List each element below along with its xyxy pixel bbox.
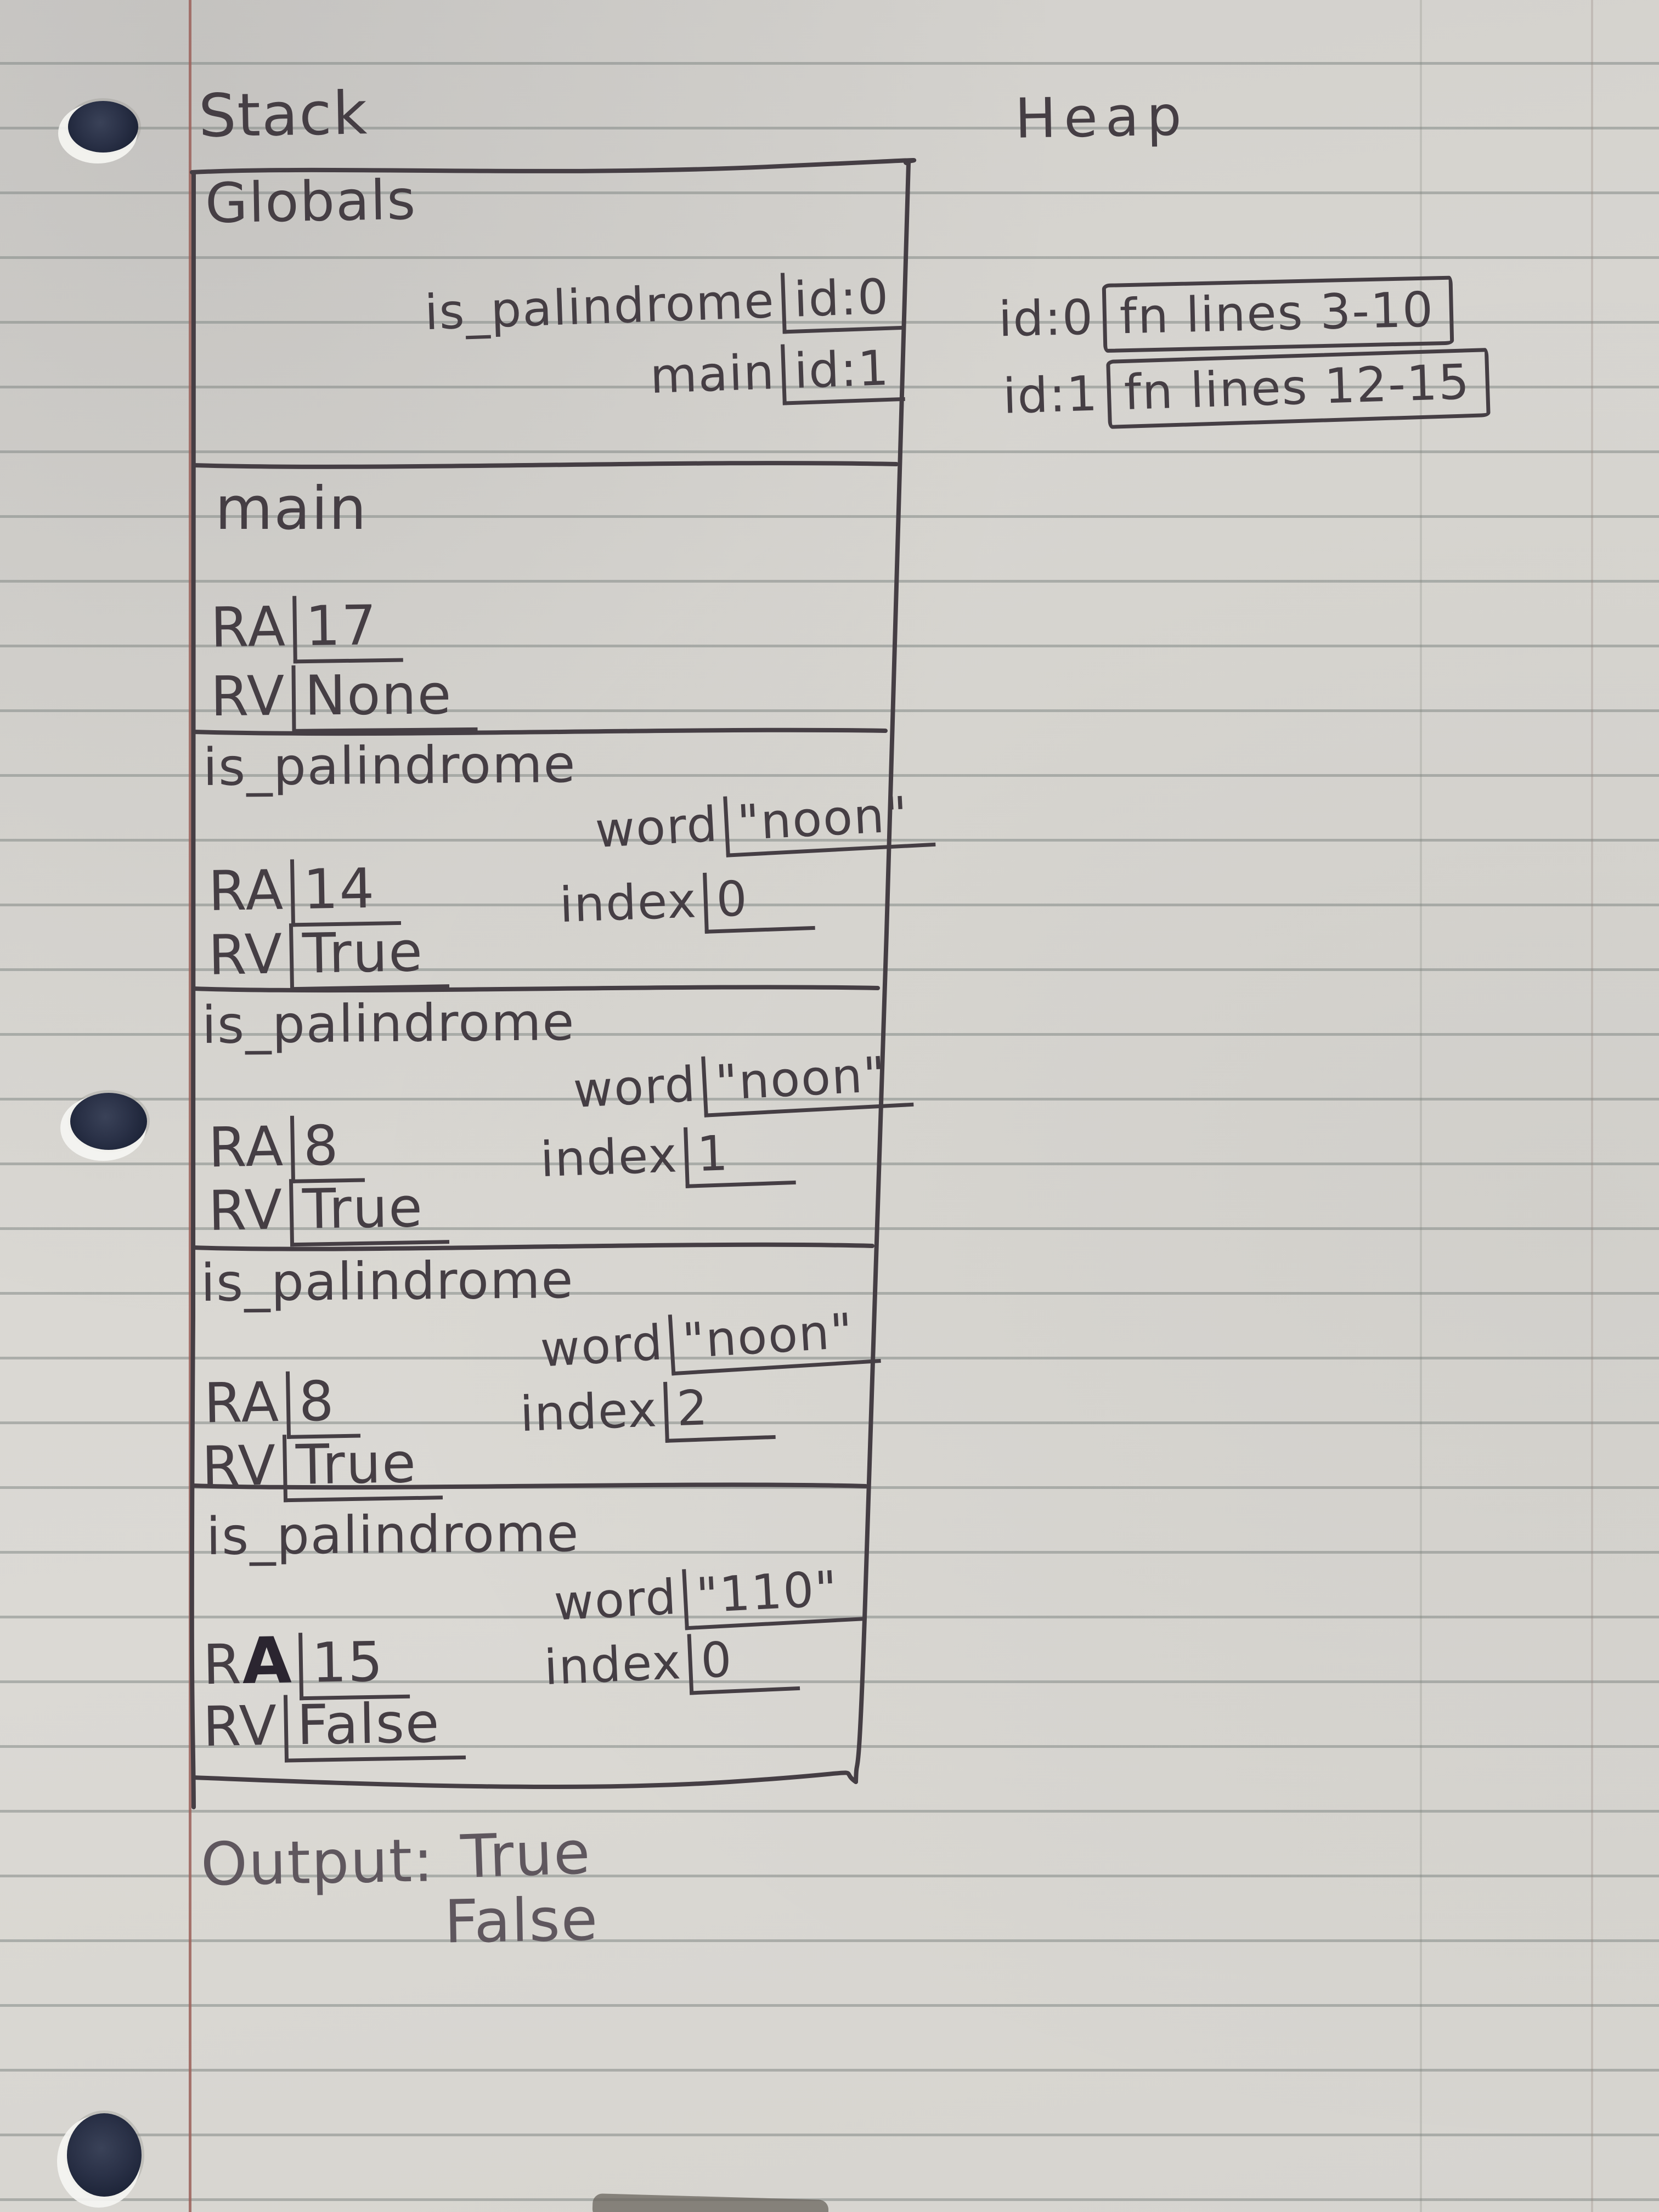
ra-label-r: R	[202, 1632, 243, 1697]
globals-entry-name: main	[649, 343, 776, 405]
binder-hole-middle	[70, 1093, 147, 1150]
ra-label: RA	[203, 1370, 280, 1436]
rv-label: RV	[207, 922, 284, 988]
ra-value: 15	[298, 1630, 410, 1701]
globals-entry-id: id:0	[780, 268, 905, 334]
ra-value: 14	[290, 856, 402, 927]
ra-value: 8	[285, 1369, 361, 1439]
output-value-true: True	[459, 1818, 592, 1892]
word-value: "noon"	[701, 1045, 913, 1118]
word-label: word	[572, 1056, 698, 1119]
ra-value: 8	[290, 1113, 365, 1183]
word-row: word"noon"	[594, 785, 935, 864]
index-value: 2	[663, 1378, 776, 1443]
rv-value: True	[289, 919, 449, 991]
binder-hole-top	[68, 101, 138, 153]
word-row: word"noon"	[572, 1045, 913, 1124]
globals-entry-id: id:1	[781, 340, 905, 405]
index-value: 0	[687, 1629, 800, 1695]
word-label: word	[594, 795, 720, 859]
index-label: index	[539, 1126, 679, 1188]
page-crease-line	[1420, 0, 1422, 2212]
word-label: word	[539, 1314, 665, 1378]
index-label: index	[519, 1381, 659, 1443]
rv-label: RV	[202, 1693, 279, 1759]
globals-box-title: Globals	[204, 167, 417, 236]
frame-title: is_palindrome	[200, 1250, 574, 1313]
ra-label-a-bold: A	[241, 1623, 294, 1699]
word-label: word	[552, 1568, 679, 1632]
word-row: word"110"	[552, 1560, 865, 1637]
rv-value: False	[284, 1691, 466, 1763]
ra-value: 17	[292, 593, 403, 664]
heap-object-id: id:1	[1002, 365, 1099, 425]
index-label: index	[543, 1633, 683, 1696]
word-value: "noon"	[668, 1302, 881, 1376]
frame-title: is_palindrome	[201, 992, 575, 1056]
output-value-false: False	[443, 1885, 600, 1957]
index-label: index	[558, 872, 698, 934]
word-value: "noon"	[723, 785, 935, 857]
output-label: Output:	[200, 1826, 435, 1899]
binder-hole-bottom	[67, 2113, 142, 2197]
heap-title: Heap	[1014, 83, 1190, 151]
stack-title: Stack	[198, 79, 369, 151]
paper-bottom-edge	[592, 2193, 829, 2212]
rv-label: RV	[207, 1177, 284, 1243]
heap-object-box: fn lines 12-15	[1106, 348, 1491, 429]
ra-label: RA	[207, 1114, 285, 1180]
ra-label: RA	[210, 594, 287, 660]
red-margin-line	[189, 0, 191, 2212]
page-edge-line	[1591, 0, 1593, 2212]
globals-entry-name: is_palindrome	[424, 272, 776, 341]
frame-title: is_palindrome	[202, 735, 577, 798]
word-value: "110"	[682, 1560, 865, 1630]
frame-title: is_palindrome	[206, 1504, 580, 1567]
rv-value: True	[289, 1175, 449, 1247]
rv-label: RV	[210, 663, 286, 729]
index-value: 1	[683, 1123, 796, 1188]
rv-value: True	[283, 1431, 443, 1503]
heap-object-box: fn lines 3-10	[1102, 275, 1454, 353]
ra-label: RA	[207, 857, 285, 924]
index-value: 0	[702, 868, 815, 934]
rv-label: RV	[201, 1433, 278, 1499]
word-row: word"noon"	[539, 1302, 881, 1383]
rv-value: None	[291, 662, 478, 733]
frame-title: main	[215, 475, 368, 543]
heap-object-id: id:0	[997, 289, 1095, 348]
